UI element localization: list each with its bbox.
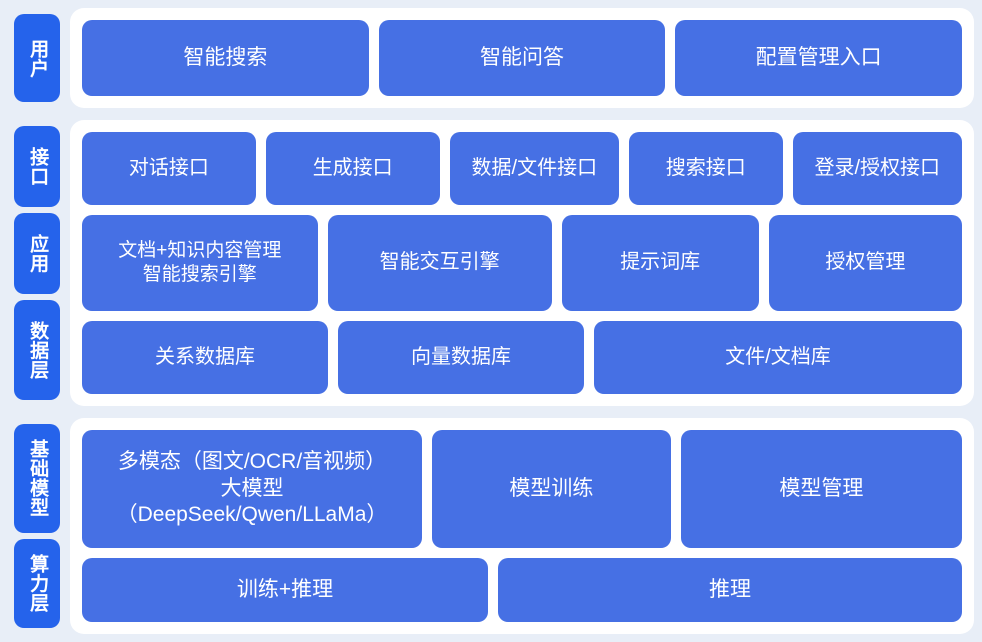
cell-intelligent-qa[interactable]: 智能问答 [378,20,666,96]
cell-doc-knowledge-management[interactable]: 文档+知识内容管理 智能搜索引擎 [82,214,318,311]
model-row: 多模态（图文/OCR/音视频） 大模型（DeepSeek/Qwen/LLaMa）… [82,430,962,548]
cell-authorization-management[interactable]: 授权管理 [768,214,962,311]
layer-tab-interface[interactable]: 接口 [14,126,60,207]
interface-row: 对话接口 生成接口 数据/文件接口 搜索接口 登录/授权接口 [82,132,962,205]
layer-tab-data[interactable]: 数据层 [14,299,60,400]
band-user: 用户 智能搜索 智能问答 配置管理入口 [0,8,982,108]
cell-intelligent-search[interactable]: 智能搜索 [82,20,369,96]
layer-tab-compute[interactable]: 算力层 [14,538,60,628]
data-layer-row: 关系数据库 向量数据库 文件/文档库 [82,321,962,394]
application-row: 文档+知识内容管理 智能搜索引擎 智能交互引擎 提示词库 授权管理 [82,214,962,311]
band-user-panel: 智能搜索 智能问答 配置管理入口 [70,8,974,108]
user-entry-row: 智能搜索 智能问答 配置管理入口 [82,20,963,96]
cell-inference[interactable]: 推理 [497,557,962,622]
cell-dialog-api[interactable]: 对话接口 [82,132,256,205]
band-platform-panel: 对话接口 生成接口 数据/文件接口 搜索接口 登录/授权接口 文档+知识内容管理… [70,120,974,406]
cell-config-management-entry[interactable]: 配置管理入口 [675,20,963,96]
cell-file-document-store[interactable]: 文件/文档库 [593,321,962,394]
cell-model-management[interactable]: 模型管理 [680,430,962,548]
band-platform: 接口 应用 数据层 对话接口 生成接口 数据/文件接口 搜索接口 登录/授权接口… [0,120,982,406]
cell-data-file-api[interactable]: 数据/文件接口 [449,132,620,205]
band-infrastructure-tab-column: 基础模型 算力层 [14,418,60,634]
layer-tab-application[interactable]: 应用 [14,212,60,294]
cell-multimodal-large-model[interactable]: 多模态（图文/OCR/音视频） 大模型（DeepSeek/Qwen/LLaMa） [82,430,422,548]
layer-tab-foundation-model[interactable]: 基础模型 [14,424,60,533]
compute-row: 训练+推理 推理 [82,557,962,622]
cell-vector-database[interactable]: 向量数据库 [337,321,584,394]
band-infrastructure-panel: 多模态（图文/OCR/音视频） 大模型（DeepSeek/Qwen/LLaMa）… [70,418,974,634]
cell-search-api[interactable]: 搜索接口 [629,132,783,205]
cell-relational-database[interactable]: 关系数据库 [82,321,328,394]
band-infrastructure: 基础模型 算力层 多模态（图文/OCR/音视频） 大模型（DeepSeek/Qw… [0,418,982,634]
cell-training-and-inference[interactable]: 训练+推理 [82,557,488,622]
band-platform-tab-column: 接口 应用 数据层 [14,120,60,406]
band-user-tab-column: 用户 [14,8,60,108]
cell-prompt-library[interactable]: 提示词库 [561,214,759,311]
cell-model-training[interactable]: 模型训练 [432,430,671,548]
cell-interaction-engine[interactable]: 智能交互引擎 [327,214,552,311]
layer-tab-user[interactable]: 用户 [14,14,60,102]
cell-login-auth-api[interactable]: 登录/授权接口 [792,132,962,205]
cell-generation-api[interactable]: 生成接口 [265,132,440,205]
